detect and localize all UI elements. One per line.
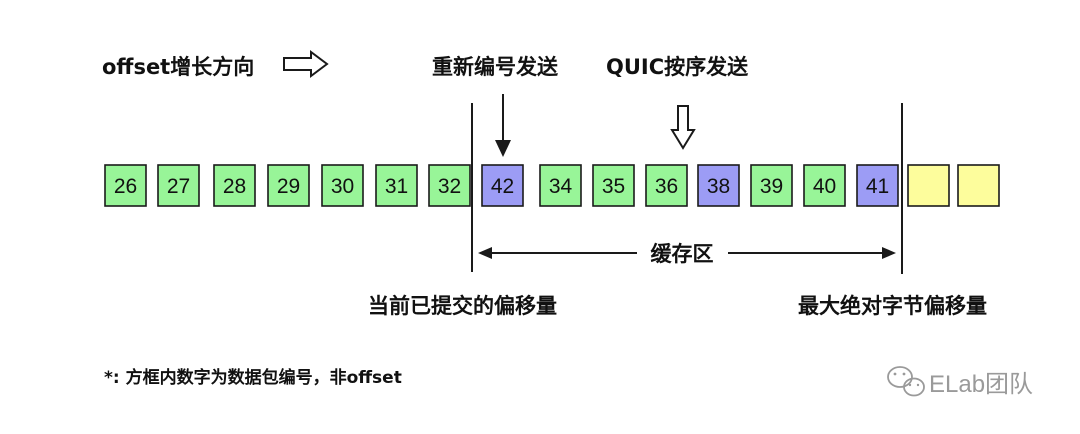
packet-number: 30 (331, 175, 354, 198)
packet-number: 42 (491, 175, 514, 198)
packet-box-acked (375, 164, 418, 207)
quic-send-label: QUIC按序发送 (606, 55, 749, 79)
packet-box (957, 164, 1000, 207)
footnote: *: 方框内数字为数据包编号，非offset (104, 367, 402, 388)
packet-row: 26 27 28 29 30 31 32 42 34 35 36 38 39 40 41 (104, 164, 1000, 207)
packet-box: 36 (645, 164, 688, 207)
packet-number: 31 (385, 175, 408, 198)
packet-number: 35 (602, 175, 625, 198)
packet-box-acked (267, 164, 310, 207)
packet-number: 32 (438, 175, 461, 198)
packet-number: 39 (760, 175, 783, 198)
packet-box: 38 (697, 164, 740, 207)
packet-box-acked (321, 164, 364, 207)
hollow-right-arrow-icon (283, 50, 329, 78)
packet-number: 29 (277, 175, 300, 198)
packet-box-acked (104, 164, 147, 207)
offset-direction-label: offset增长方向 (102, 55, 254, 79)
packet-box-acked (157, 164, 200, 207)
packet-box: 29 (267, 164, 310, 207)
packet-number: 28 (223, 175, 246, 198)
packet-box: 42 (481, 164, 524, 207)
packet-box: 26 (104, 164, 147, 207)
packet-box-retransmit (481, 164, 524, 207)
packet-number: 34 (549, 175, 573, 198)
max-offset-label: 最大绝对字节偏移量 (798, 294, 987, 318)
packet-box: 32 (428, 164, 471, 207)
packet-box: 35 (592, 164, 635, 207)
solid-down-arrow-icon (495, 94, 511, 157)
watermark-text: ELab团队 (929, 371, 1033, 398)
packet-number: 26 (114, 175, 137, 198)
packet-box-acked (428, 164, 471, 207)
hollow-down-arrow-icon (670, 105, 696, 150)
packet-box: 40 (803, 164, 846, 207)
packet-number: 41 (866, 175, 889, 198)
wechat-icon (887, 366, 925, 397)
packet-box: 30 (321, 164, 364, 207)
packet-box-acked (592, 164, 635, 207)
buffer-span-arrow (478, 247, 896, 259)
packet-box: 34 (539, 164, 582, 207)
packet-box: 28 (213, 164, 256, 207)
packet-number: 40 (813, 175, 836, 198)
packet-box: 31 (375, 164, 418, 207)
packet-box-acked (750, 164, 793, 207)
packet-box: 41 (856, 164, 899, 207)
committed-offset-label: 当前已提交的偏移量 (368, 294, 557, 318)
renumber-send-label: 重新编号发送 (432, 55, 559, 79)
packet-number: 38 (707, 175, 730, 198)
packet-box-retransmit (856, 164, 899, 207)
packet-box-pending (957, 164, 1000, 207)
packet-box-acked (539, 164, 582, 207)
packet-box-acked (213, 164, 256, 207)
packet-number: 36 (655, 175, 678, 198)
packet-box-retransmit (697, 164, 740, 207)
packet-box: 27 (157, 164, 200, 207)
packet-box-pending (907, 164, 950, 207)
packet-box: 39 (750, 164, 793, 207)
packet-box (907, 164, 950, 207)
packet-box-acked (803, 164, 846, 207)
packet-number: 27 (167, 175, 190, 198)
packet-box-acked (645, 164, 688, 207)
buffer-label: 缓存区 (651, 242, 714, 266)
